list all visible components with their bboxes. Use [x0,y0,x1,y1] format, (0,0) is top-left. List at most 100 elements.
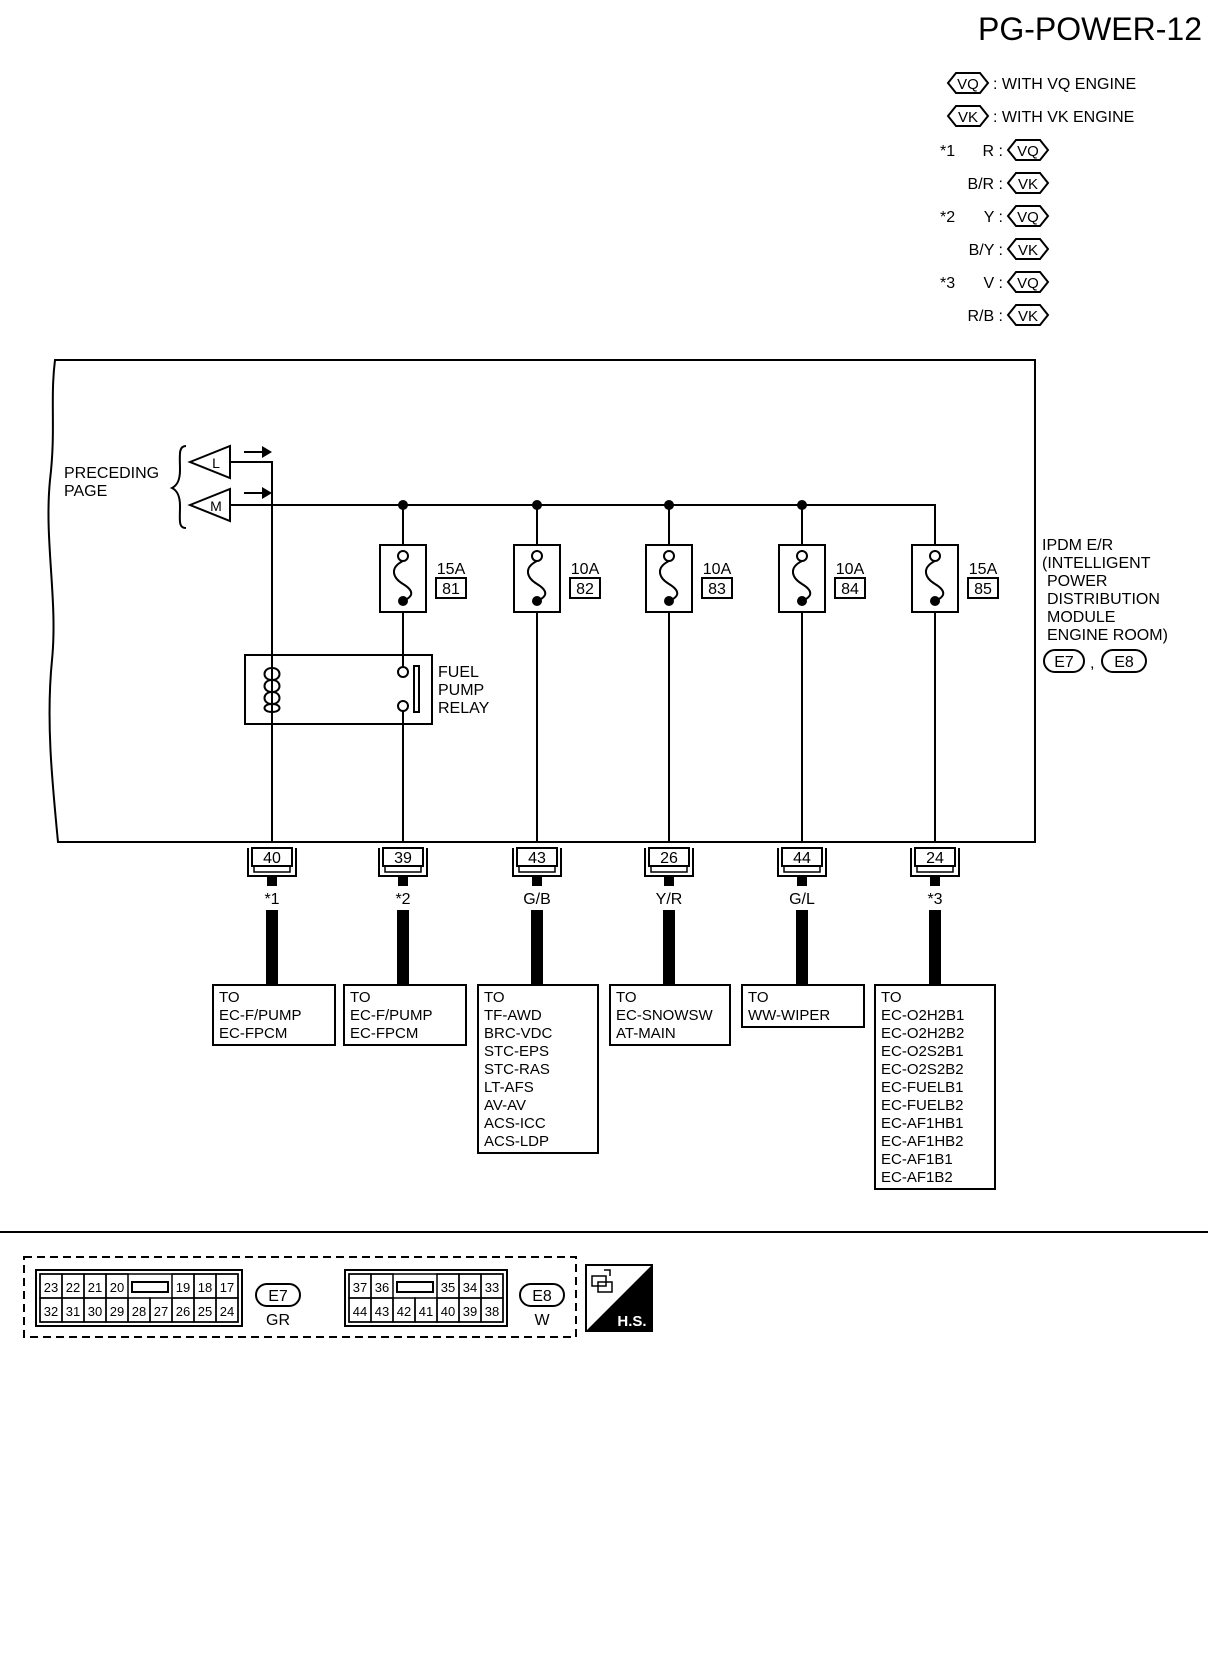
cavity-number: 23 [44,1280,58,1295]
cavity-number: 26 [176,1304,190,1319]
wire-color: *1 [264,891,279,908]
note-mark-3: *3 [940,275,955,292]
destination-link[interactable]: EC-FPCM [350,1025,418,1042]
wire-stub [930,876,940,886]
destination-link[interactable]: EC-O2H2B1 [881,1007,964,1024]
note-mark-2: *2 [940,209,955,226]
preceding-page-links: PRECEDING PAGE L M [64,444,272,529]
relay-box [244,654,433,725]
wire-l [230,461,273,842]
pin-number: 44 [793,850,811,867]
vq-symbol [946,72,990,94]
note-2-color-b: B/Y : [969,242,1003,259]
cavity-number: 19 [176,1280,190,1295]
wire-stub [398,876,408,886]
cavity-number: 33 [485,1280,499,1295]
cavity [215,1297,239,1323]
fuse-terminal-bottom [398,596,408,606]
destination-link[interactable]: EC-F/PUMP [219,1007,302,1024]
harness-wire [663,910,675,985]
destination-link[interactable]: WW-WIPER [748,1007,830,1024]
link-l-label: L [212,455,220,471]
cavity-number: 34 [463,1280,477,1295]
destination-to: TO [350,989,371,1006]
fuel-pump-relay: FUEL PUMP RELAY [244,654,490,725]
destination-link[interactable]: EC-O2S2B2 [881,1061,964,1078]
note-3-engine-b-symbol [1006,304,1050,326]
destination-link[interactable]: ACS-LDP [484,1133,549,1150]
wire-color: G/L [789,891,815,908]
destination-link[interactable]: EC-AF1B1 [881,1151,953,1168]
destination-link[interactable]: EC-AF1HB2 [881,1133,964,1150]
pin-box [914,847,956,867]
relay-switch-blade [413,665,420,713]
destination-link[interactable]: AT-MAIN [616,1025,676,1042]
e8-color: W [534,1312,550,1329]
note-2-engine-b-symbol [1006,238,1050,260]
fuse-number: 81 [442,581,460,598]
fuse-terminal-top [397,550,409,562]
cavity-number: 22 [66,1280,80,1295]
e7-color: GR [266,1312,290,1329]
cavity-number: 31 [66,1304,80,1319]
cavity-number: 18 [198,1280,212,1295]
ipdm-line-2: (INTELLIGENT [1042,555,1151,572]
destination-link[interactable]: EC-FPCM [219,1025,287,1042]
ipdm-line-3: POWER [1047,573,1107,590]
connector-hand-icon [591,1269,613,1293]
destination-link[interactable]: BRC-VDC [484,1025,553,1042]
harness-wire [929,910,941,985]
note-1-engine-a: VQ [1017,143,1039,160]
fuse-amperage: 10A [836,561,865,578]
fuse-number-box [834,577,866,599]
wire-stub [664,876,674,886]
pin-number: 40 [263,850,281,867]
destination-link[interactable]: AV-AV [484,1097,526,1114]
destination-link[interactable]: STC-EPS [484,1043,549,1060]
destination-link[interactable]: EC-F/PUMP [350,1007,433,1024]
destination-link[interactable]: EC-SNOWSW [616,1007,714,1024]
harness-wire [531,910,543,985]
destination-link[interactable]: EC-O2H2B2 [881,1025,964,1042]
destination-link[interactable]: EC-FUELB1 [881,1079,964,1096]
ipdm-label: IPDM E/R (INTELLIGENT POWER DISTRIBUTION… [1042,537,1168,673]
destination-box [477,984,599,1154]
note-1-engine-b: VK [1018,176,1038,193]
pin-box [781,847,823,867]
preceding-line-1: PRECEDING [64,465,159,482]
destination-link[interactable]: STC-RAS [484,1061,550,1078]
fuse-terminal-bottom [797,596,807,606]
fuse-number: 85 [974,581,992,598]
destination-link[interactable]: TF-AWD [484,1007,542,1024]
harness-wire [796,910,808,985]
destination-link[interactable]: EC-AF1B2 [881,1169,953,1186]
destination-link[interactable]: EC-O2S2B1 [881,1043,964,1060]
destination-link[interactable]: ACS-ICC [484,1115,546,1132]
engine-legend: VQ : WITH VQ ENGINE VK : WITH VK ENGINE … [940,72,1136,326]
relay-contact-bottom [397,700,409,712]
note-3-engine-a: VQ [1017,275,1039,292]
fuse-element [393,560,413,602]
destination-link[interactable]: EC-AF1HB1 [881,1115,964,1132]
fuse-terminal-top [929,550,941,562]
wire-color: Y/R [656,891,683,908]
pin-number: 43 [528,850,546,867]
cavity-number: 28 [132,1304,146,1319]
cavity-number: 39 [463,1304,477,1319]
wire-stub [532,876,542,886]
note-2-engine-b: VK [1018,242,1038,259]
e7-id: E7 [268,1288,288,1305]
cavity-number: 21 [88,1280,102,1295]
fuse-terminal-bottom [532,596,542,606]
link-m-arrow [262,487,272,499]
ipdm-line-4: DISTRIBUTION [1047,591,1160,608]
destination-link[interactable]: EC-FUELB2 [881,1097,964,1114]
destination-link[interactable]: LT-AFS [484,1079,534,1096]
vq-description: : WITH VQ ENGINE [993,76,1136,93]
destination-box [741,984,865,1028]
